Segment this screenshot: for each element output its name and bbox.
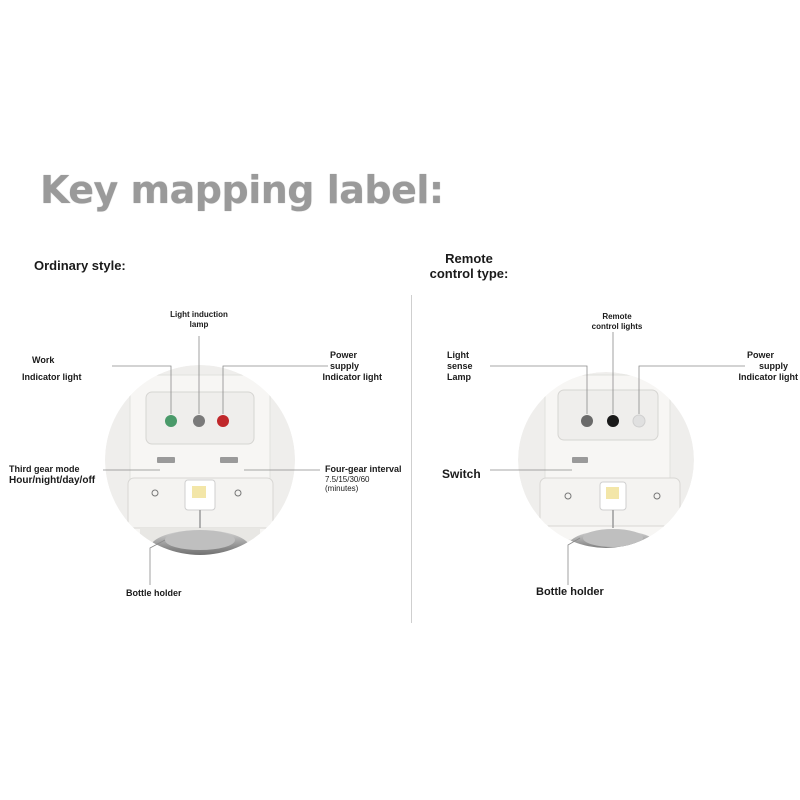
mode-switch-left [157, 457, 175, 463]
label-line: supply [329, 361, 359, 371]
label-line: Hour/night/day/off [9, 475, 96, 486]
label-line: Power [329, 350, 357, 360]
work-indicator-label: Work Indicator light [22, 355, 82, 383]
light-sense-label: Light sense Lamp [447, 350, 473, 383]
remote-lights-label: Remote control lights [578, 312, 656, 332]
interval-switch-left [220, 457, 238, 463]
label-line: sense [447, 361, 473, 371]
bottle-holder-label-right: Bottle holder [536, 586, 604, 598]
light-sense-led [581, 415, 593, 427]
sensor-led [193, 415, 205, 427]
label-line: Light [447, 350, 469, 360]
label-line: Indicator light [22, 372, 82, 382]
remote-led [607, 415, 619, 427]
power-indicator-label-left: Power supply Indicator light [300, 350, 383, 383]
label-line: supply [758, 361, 788, 371]
third-gear-label: Third gear mode Hour/night/day/off [9, 464, 95, 486]
switch-label: Switch [442, 467, 481, 481]
label-line: Light induction [170, 310, 228, 319]
label-line: Four-gear interval [325, 464, 402, 474]
label-line: (minutes) [325, 484, 359, 493]
remote-heading-line-1: Remote [445, 251, 493, 266]
remote-control-heading: Remote control type: [418, 251, 520, 281]
section-divider [411, 295, 412, 623]
power-led [217, 415, 229, 427]
ordinary-style-heading: Ordinary style: [34, 258, 126, 273]
four-gear-label: Four-gear interval 7.5/15/30/60 (minutes… [325, 464, 402, 493]
label-line: Remote [602, 312, 632, 321]
work-led [165, 415, 177, 427]
left-device [105, 365, 295, 555]
switch-right [572, 457, 588, 463]
label-line: Indicator light [322, 372, 383, 382]
label-line: Work [32, 355, 55, 365]
right-device [518, 372, 694, 548]
power-led-right [632, 414, 646, 428]
page-title: Key mapping label: [40, 168, 444, 212]
remote-heading-line-2: control type: [429, 266, 509, 281]
label-line: 7.5/15/30/60 [325, 475, 370, 484]
label-line: Indicator light [738, 372, 799, 382]
light-induction-label: Light induction lamp [160, 310, 238, 330]
label-line: lamp [189, 320, 209, 329]
label-line: Lamp [447, 372, 472, 382]
power-indicator-label-right: Power supply Indicator light [716, 350, 799, 383]
label-line: Third gear mode [9, 464, 80, 474]
bottle-holder-label-left: Bottle holder [126, 588, 182, 598]
label-line: control lights [591, 322, 643, 331]
label-line: Power [746, 350, 774, 360]
